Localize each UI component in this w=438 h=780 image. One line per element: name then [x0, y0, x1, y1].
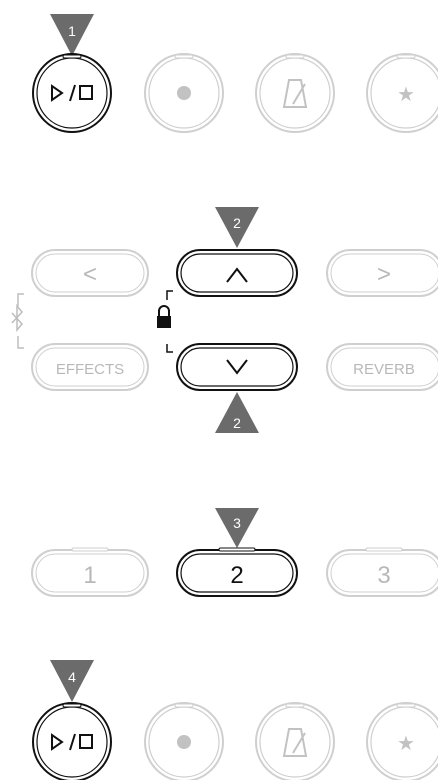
- step-marker-4: 4: [50, 660, 94, 702]
- down-icon: [226, 359, 248, 375]
- number-label: 2: [230, 562, 243, 589]
- star-icon: ★: [397, 84, 415, 106]
- lock-icon: [157, 305, 171, 328]
- step-number: 4: [68, 669, 76, 685]
- record-button[interactable]: [144, 702, 224, 780]
- metronome-icon: [282, 728, 308, 757]
- step-number: 3: [233, 515, 241, 531]
- down-button[interactable]: [176, 343, 298, 391]
- metronome-icon: [282, 79, 308, 108]
- number-label: 3: [377, 562, 390, 589]
- reverb-button[interactable]: REVERB: [326, 343, 438, 391]
- bluetooth-icon: [11, 303, 23, 333]
- row4-controls: 4: [32, 660, 438, 780]
- number-button-2[interactable]: 2: [176, 547, 298, 597]
- left-icon: <: [83, 261, 97, 288]
- star-icon: ★: [397, 733, 415, 755]
- play-stop-icon: [51, 84, 93, 102]
- metronome-button[interactable]: [255, 702, 335, 780]
- step-marker-2-down: 2: [215, 207, 259, 248]
- number-button-1[interactable]: 1: [31, 547, 149, 597]
- favorite-button[interactable]: ★: [366, 702, 438, 780]
- play-stop-icon: [51, 733, 93, 751]
- row1-controls: 1: [32, 14, 438, 133]
- favorite-button[interactable]: ★: [366, 53, 438, 133]
- lock-bracket: [157, 290, 173, 353]
- row3-controls: 3 1 2 3: [31, 508, 438, 597]
- metronome-button[interactable]: [255, 53, 335, 133]
- bluetooth-bracket: [11, 293, 24, 349]
- step-marker-3: 3: [215, 508, 259, 548]
- row2-controls: 2 < >: [11, 207, 438, 433]
- reverb-label: REVERB: [353, 361, 415, 378]
- number-button-3[interactable]: 3: [326, 547, 438, 597]
- right-icon: >: [377, 261, 391, 288]
- effects-label: EFFECTS: [56, 361, 124, 378]
- record-button[interactable]: [144, 53, 224, 133]
- step-number: 1: [68, 23, 76, 39]
- play-stop-button[interactable]: [32, 53, 112, 133]
- effects-button[interactable]: EFFECTS: [31, 343, 149, 391]
- step-marker-2-up: 2: [215, 392, 259, 433]
- left-button[interactable]: <: [31, 249, 149, 297]
- play-stop-button[interactable]: [32, 702, 112, 780]
- up-button[interactable]: [176, 249, 298, 297]
- right-button[interactable]: >: [326, 249, 438, 297]
- step-number: 2: [233, 415, 241, 431]
- record-icon: [177, 86, 191, 100]
- step-number: 2: [233, 215, 241, 231]
- record-icon: [177, 735, 191, 749]
- up-icon: [226, 267, 248, 283]
- step-marker-1: 1: [50, 14, 94, 56]
- number-label: 1: [83, 562, 96, 589]
